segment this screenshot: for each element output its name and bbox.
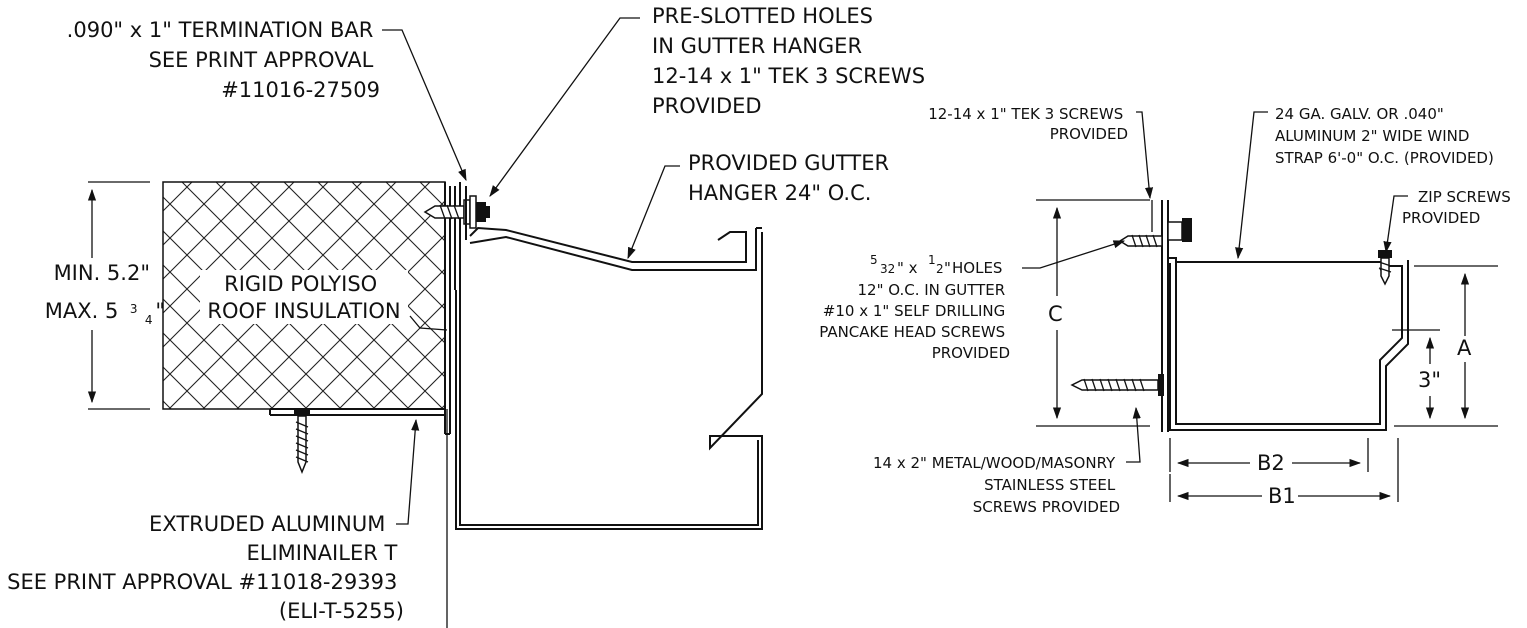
wind-strap-label: 24 GA. GALV. OR .040" ALUMINUM 2" WIDE W… [1275,105,1494,167]
dim-3-label: 3" [1418,368,1441,392]
dim-b1-label: B1 [1268,484,1296,508]
tek-screws [1118,200,1192,248]
min-label: MIN. 5.2" [54,261,150,285]
dim-b2-label: B2 [1257,451,1285,475]
dim-a-label: A [1457,336,1472,360]
left-detail [87,17,763,628]
max-label: MAX. 5 3 4 " [45,294,165,329]
dim-c-label: C [1048,302,1063,326]
eliminailer-label: EXTRUDED ALUMINUM ELIMINAILER T SEE PRIN… [7,512,404,623]
tek-screws-label: 12-14 x 1" TEK 3 SCREWS PROVIDED [928,105,1128,143]
gutter-body [455,232,763,530]
insulation-label: RIGID POLYISO ROOF INSULATION [207,272,400,323]
gutter-hanger-label: PROVIDED GUTTER HANGER 24" O.C. [688,151,896,205]
right-gutter [1168,257,1409,431]
holes-label: 12" O.C. IN GUTTER #10 x 1" SELF DRILLIN… [819,281,1010,362]
masonry-screw [1070,374,1164,396]
termination-bar-label: .090" x 1" TERMINATION BAR SEE PRINT APP… [67,18,380,102]
masonry-label: 14 x 2" METAL/WOOD/MASONRY STAINLESS STE… [873,454,1120,516]
zip-screw [1378,250,1392,286]
top-screw [423,186,490,240]
holes-label-line1: 5 32 " x 1 2 " HOLES [870,250,1002,277]
right-detail [1022,111,1498,502]
bottom-screw [294,408,310,475]
preslotted-holes-label: PRE-SLOTTED HOLES IN GUTTER HANGER 12-14… [652,4,932,118]
zip-screws-label: ZIP SCREWS PROVIDED [1402,188,1516,227]
gutter-hanger [469,226,747,263]
